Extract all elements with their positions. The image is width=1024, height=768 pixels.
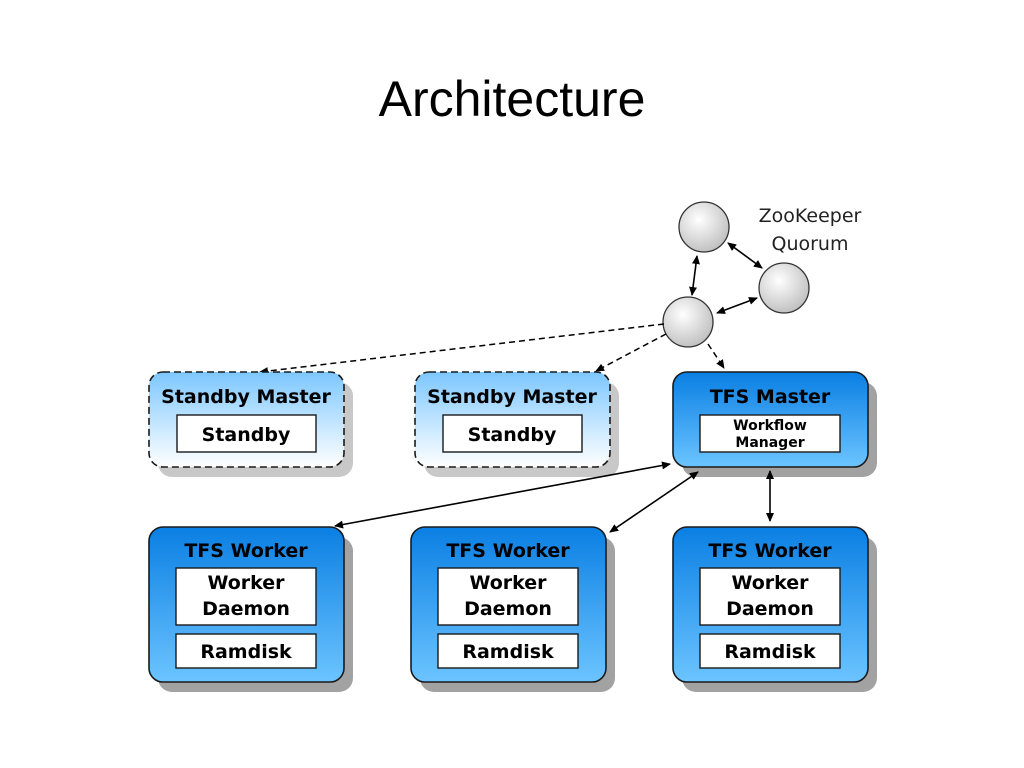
tfs-worker-1: TFS Worker Worker Daemon Ramdisk [148, 526, 353, 692]
worker-2-ramdisk: Ramdisk [462, 641, 554, 663]
worker-3-ramdisk: Ramdisk [724, 641, 816, 663]
tfs-worker-2-title: TFS Worker [446, 540, 570, 562]
workflow-manager-line2: Manager [735, 435, 804, 451]
tfs-master-title: TFS Master [710, 386, 831, 408]
slide-title: Architecture [378, 71, 646, 127]
zk-link-bottom-right [716, 297, 758, 314]
worker-3-daemon-line2: Daemon [726, 598, 814, 620]
worker-1-ramdisk: Ramdisk [200, 641, 292, 663]
standby-master-1-title: Standby Master [161, 386, 331, 408]
master-to-worker-2-link [609, 471, 699, 533]
standby-master-2-inner: Standby [468, 424, 557, 446]
zk-node-top [678, 201, 730, 253]
worker-1-daemon-line1: Worker [207, 572, 285, 594]
standby-master-1: Standby Master Standby [148, 371, 353, 477]
standby-master-2: Standby Master Standby [414, 371, 619, 477]
standby-master-2-title: Standby Master [427, 386, 597, 408]
zk-node-bottom [662, 296, 714, 348]
zookeeper-label-line2: Quorum [772, 233, 849, 255]
worker-1-daemon-line2: Daemon [202, 598, 290, 620]
zookeeper-quorum: ZooKeeper Quorum [662, 201, 862, 348]
zk-to-standby-master-1-link [259, 323, 665, 376]
zk-link-top-right [727, 242, 763, 269]
worker-2-daemon-line2: Daemon [464, 598, 552, 620]
zk-node-right [758, 262, 810, 314]
tfs-worker-3: TFS Worker Worker Daemon Ramdisk [672, 526, 877, 692]
zk-to-standby-master-2-link [595, 333, 667, 372]
tfs-worker-3-title: TFS Worker [708, 540, 832, 562]
tfs-master: TFS Master Workflow Manager [672, 371, 877, 477]
standby-master-1-inner: Standby [202, 424, 291, 446]
workflow-manager-line1: Workflow [733, 418, 807, 434]
worker-2-daemon-line1: Worker [469, 572, 547, 594]
tfs-worker-1-title: TFS Worker [184, 540, 308, 562]
worker-3-daemon-line1: Worker [731, 572, 809, 594]
zk-link-top-bottom [689, 255, 700, 296]
zookeeper-label-line1: ZooKeeper [759, 205, 862, 227]
tfs-worker-2: TFS Worker Worker Daemon Ramdisk [410, 526, 615, 692]
zk-to-tfs-master-link [707, 343, 725, 369]
